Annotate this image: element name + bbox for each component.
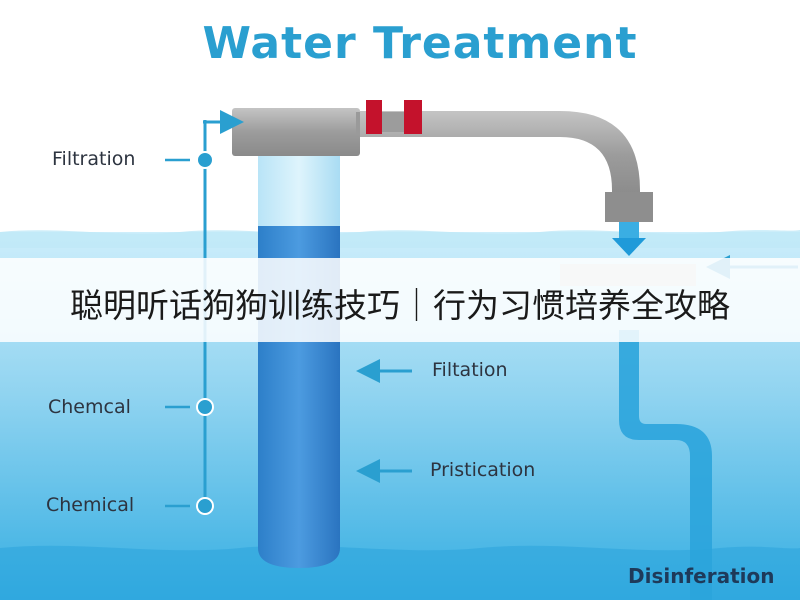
water-surface-wave: [0, 230, 800, 248]
label-chemcal: Chemcal: [48, 396, 131, 418]
pipe-outlet: [605, 192, 653, 222]
tube-upper-section: [258, 150, 340, 230]
caption-text: 聪明听话狗狗训练技巧｜行为习惯培养全攻略: [70, 286, 730, 325]
pipe-head: [232, 108, 360, 156]
right-pipe-flow: [619, 330, 712, 600]
outflow-arrow-down-icon: [612, 238, 646, 256]
outflow-stream: [619, 222, 639, 240]
left-dot: [196, 497, 214, 515]
label-filtration: Filtration: [52, 148, 136, 170]
water-lower-wave: [0, 545, 800, 600]
valve-coupling: [382, 112, 404, 132]
label-pristication: Pristication: [430, 459, 536, 481]
left-dot: [196, 151, 214, 169]
diagram-title: Water Treatment: [202, 18, 638, 69]
left-dot: [196, 398, 214, 416]
red-valve-right: [404, 100, 422, 134]
pipe-elbow: [360, 111, 640, 198]
label-filtation: Filtation: [432, 359, 508, 381]
label-disinferation: Disinferation: [628, 564, 775, 588]
caption-banner: [0, 258, 800, 342]
label-chemical: Chemical: [46, 494, 135, 516]
red-valve-left: [366, 100, 382, 134]
